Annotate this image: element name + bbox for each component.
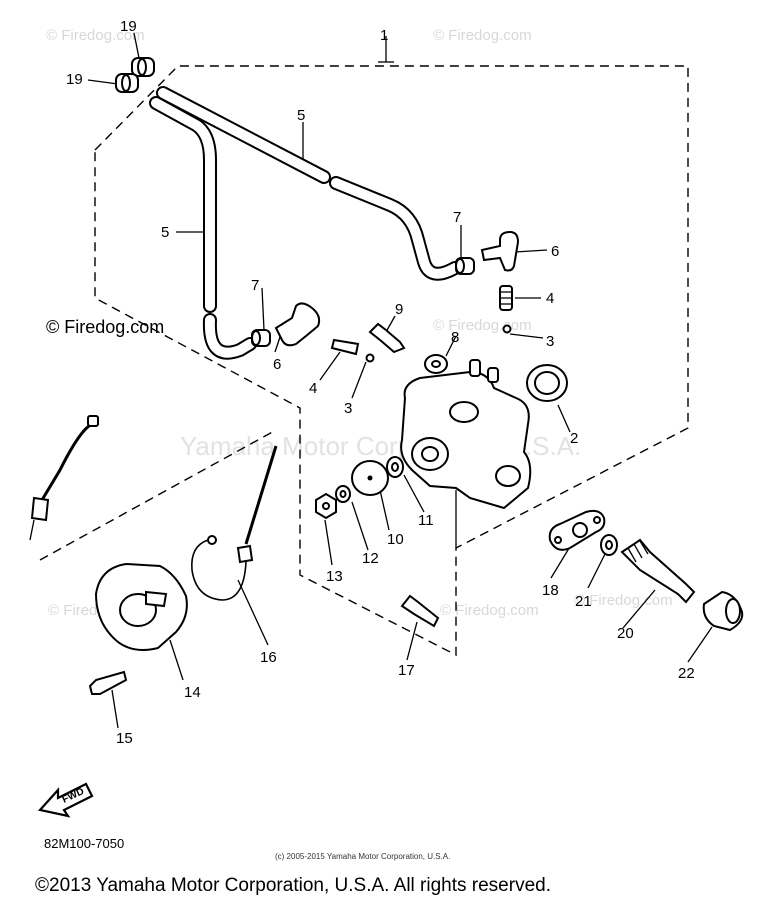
hose-5-upper-segment-b [329, 176, 462, 281]
plate-10 [351, 460, 389, 496]
callout-3-right: 3 [546, 333, 554, 350]
watermark-bottom-middle: © Firedog.com [440, 602, 539, 619]
nut-13 [315, 492, 337, 520]
callout-4-right: 4 [546, 290, 554, 307]
oil-pump-body-1 [400, 359, 532, 548]
main-assembly-boundary [94, 65, 689, 657]
assembly-outline [39, 65, 689, 657]
callout-7-right: 7 [453, 209, 461, 226]
washer-12 [335, 485, 351, 503]
callout-9: 9 [395, 301, 403, 318]
callout-10: 10 [387, 531, 404, 548]
callout-3-left: 3 [344, 400, 352, 417]
gasket-18 [548, 509, 606, 551]
bolt-9 [368, 322, 406, 354]
parts [29, 57, 744, 695]
callout-5-upper: 5 [297, 107, 305, 124]
callout-19-lower: 19 [66, 71, 83, 88]
screw-4-right [499, 285, 513, 311]
callout-18: 18 [542, 582, 559, 599]
callout-16: 16 [260, 649, 277, 666]
joint-6-right [480, 230, 520, 272]
callout-8: 8 [451, 329, 459, 346]
pump-cover-14 [94, 562, 188, 651]
watermark-top-left: © Firedog.com [46, 27, 145, 44]
callout-5-left: 5 [161, 224, 169, 241]
leader-lines [87, 32, 713, 729]
forward-arrow: FWD [37, 782, 94, 818]
callout-7-left: 7 [251, 277, 259, 294]
watermark-left-dark: © Firedog.com [46, 317, 164, 337]
callout-21: 21 [575, 593, 592, 610]
o-ring-3-right [502, 324, 512, 334]
cable-16 [191, 445, 278, 601]
callout-17: 17 [398, 662, 415, 679]
callout-2: 2 [570, 430, 578, 447]
callout-19-upper: 19 [120, 18, 137, 35]
watermark-middle-right: © Firedog.com [433, 317, 532, 334]
callout-6-left: 6 [273, 356, 281, 373]
small-copyright: (c) 2005-2015 Yamaha Motor Corporation, … [275, 852, 450, 861]
o-ring-21 [600, 534, 618, 556]
screw-15 [88, 670, 128, 695]
diagram-code: 82M100-7050 [44, 836, 124, 851]
callout-22: 22 [678, 665, 695, 682]
callout-20: 20 [617, 625, 634, 642]
grommet-19-upper [131, 57, 155, 77]
copyright-notice: ©2013 Yamaha Motor Corporation, U.S.A. A… [35, 875, 551, 896]
watermark-top-right: © Firedog.com [433, 27, 532, 44]
callout-14: 14 [184, 684, 201, 701]
bushing-22 [702, 590, 744, 632]
grommet-19-lower [115, 73, 139, 93]
watermark-bottom-right: © Firedog.com [574, 592, 673, 609]
clip-7-left [251, 329, 271, 347]
drive-shaft-20 [620, 538, 696, 604]
callout-11: 11 [418, 512, 434, 529]
callout-4-left: 4 [309, 380, 317, 397]
callout-12: 12 [362, 550, 379, 567]
bolt-17 [400, 594, 440, 628]
callout-labels: 1 2 3 3 4 4 5 5 6 6 7 7 8 9 10 11 12 13 … [66, 18, 695, 747]
callout-1: 1 [380, 27, 388, 44]
oil-seal-2 [526, 364, 568, 402]
washer-8 [424, 354, 448, 374]
callout-13: 13 [326, 568, 343, 585]
cable-left [29, 415, 99, 541]
outline-diagonal-lower [39, 429, 277, 561]
joint-6-left [274, 302, 321, 347]
clip-7-right [455, 257, 475, 275]
washer-11 [386, 456, 404, 478]
screw-4-left [330, 338, 360, 356]
callout-15: 15 [116, 730, 133, 747]
o-ring-3-left [365, 353, 375, 363]
callout-6-right: 6 [551, 243, 559, 260]
